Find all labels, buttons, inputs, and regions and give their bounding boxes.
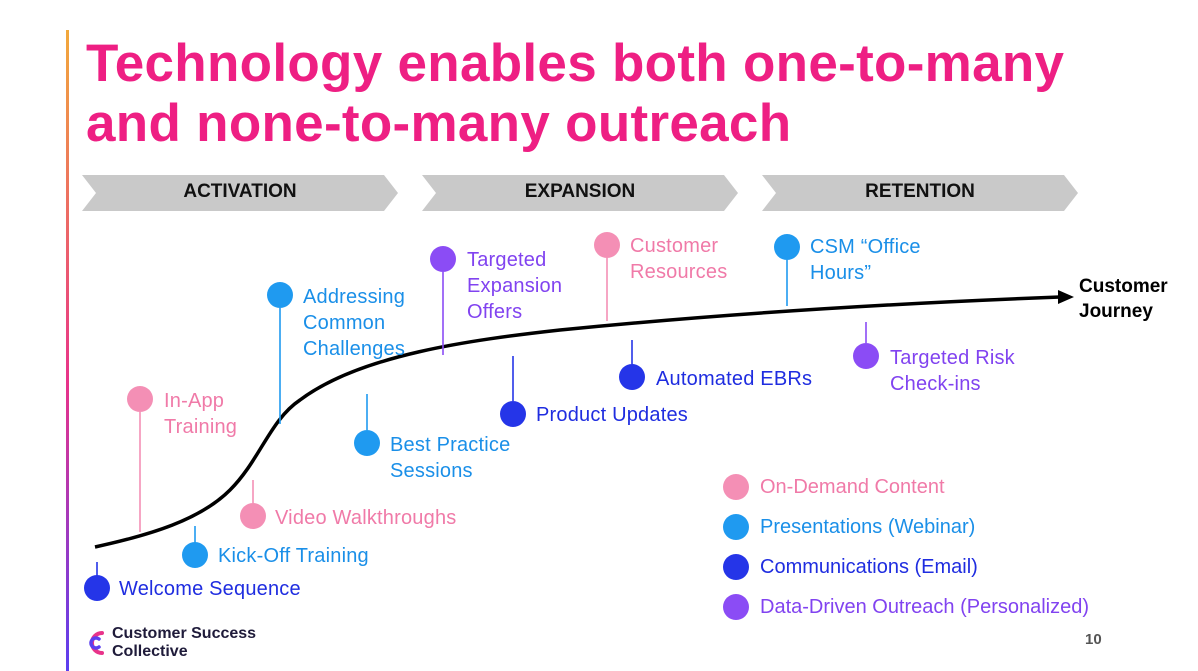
page-number: 10 xyxy=(1085,631,1102,648)
brand-line-1: Customer Success xyxy=(112,625,257,642)
phase-chevron-expansion xyxy=(422,175,738,211)
phase-chevron-retention xyxy=(762,175,1078,211)
dot-targeted-expansion xyxy=(430,246,456,272)
dot-kickoff xyxy=(182,542,208,568)
phase-label-retention: RETENTION xyxy=(865,181,975,202)
touchpoint-csm-office-hours: CSM “Office Hours” xyxy=(810,236,921,284)
phase-label-expansion: EXPANSION xyxy=(524,181,636,202)
legend-label-data-driven: Data-Driven Outreach (Personalized) xyxy=(760,596,1090,618)
slide-title: Technology enables both one-to-many and … xyxy=(86,34,1064,154)
touchpoint-welcome-sequence: Welcome Sequence xyxy=(119,578,301,600)
touchpoint-best-practice-sessions: Best Practice Sessions xyxy=(390,434,511,482)
customer-journey-label: Customer Journey xyxy=(1079,274,1168,324)
title-line-1: Technology enables both one-to-many xyxy=(86,34,1065,93)
legend-dot-data-driven xyxy=(723,594,749,620)
journey-label-line-1: Customer xyxy=(1079,276,1168,297)
brand-name: Customer Success Collective xyxy=(112,625,256,661)
dot-video xyxy=(240,503,266,529)
legend-dot-on-demand xyxy=(723,474,749,500)
dot-customer-resources xyxy=(594,232,620,258)
journey-arrowhead xyxy=(1058,290,1074,304)
legend-label-presentations: Presentations (Webinar) xyxy=(760,516,976,538)
dot-welcome xyxy=(84,575,110,601)
touchpoint-addressing-common-challenges: Addressing Common Challenges xyxy=(303,286,406,360)
legend-label-communications: Communications (Email) xyxy=(760,556,978,578)
touchpoint-targeted-risk-check-ins: Targeted Risk Check-ins xyxy=(890,347,1015,395)
legend-label-on-demand: On-Demand Content xyxy=(760,476,945,498)
dot-office-hours xyxy=(774,234,800,260)
dot-inapp xyxy=(127,386,153,412)
dot-best-practice xyxy=(354,430,380,456)
touchpoint-in-app-training: In-App Training xyxy=(164,390,238,438)
legend-dot-presentations xyxy=(723,514,749,540)
touchpoint-kick-off-training: Kick-Off Training xyxy=(218,545,369,567)
dot-product-updates xyxy=(500,401,526,427)
dot-addressing xyxy=(267,282,293,308)
dot-risk xyxy=(853,343,879,369)
legend-dot-communications xyxy=(723,554,749,580)
dot-ebrs xyxy=(619,364,645,390)
phase-label-activation: ACTIVATION xyxy=(183,181,297,202)
phase-chevron-activation xyxy=(82,175,398,211)
customer-success-collective-logo-icon xyxy=(89,631,104,655)
touchpoint-product-updates: Product Updates xyxy=(536,404,688,426)
brand-line-2: Collective xyxy=(112,643,188,660)
touchpoint-video-walkthroughs: Video Walkthroughs xyxy=(275,507,457,529)
touchpoint-targeted-expansion-offers: Targeted Expansion Offers xyxy=(467,249,563,323)
touchpoint-automated-ebrs: Automated EBRs xyxy=(656,368,813,390)
journey-label-line-2: Journey xyxy=(1079,301,1153,322)
accent-bar xyxy=(66,30,69,671)
title-line-2: and none-to-many outreach xyxy=(86,94,792,153)
journey-curve xyxy=(94,295,1061,549)
touchpoint-customer-resources: Customer Resources xyxy=(630,235,728,283)
